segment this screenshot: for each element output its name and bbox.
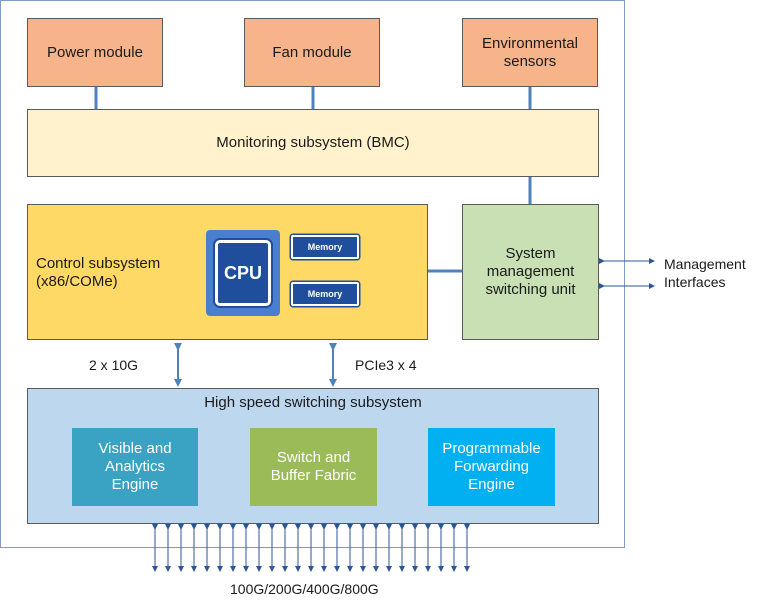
mgmt-interfaces-line1: Management bbox=[664, 256, 746, 272]
bmc-label: Monitoring subsystem (BMC) bbox=[216, 134, 410, 151]
memory-1-label: Memory bbox=[307, 242, 343, 252]
sensors-label-line2: sensors bbox=[503, 52, 557, 70]
sensors-label-line1: Environmental bbox=[482, 34, 578, 52]
system-management-switching-unit: System management switching unit bbox=[462, 204, 599, 340]
control-label-line2: (x86/COMe) bbox=[36, 273, 118, 290]
fan-module-label: Fan module bbox=[272, 43, 352, 61]
power-module: Power module bbox=[27, 18, 163, 87]
control-subsystem-label: Control subsystem (x86/COMe) bbox=[36, 255, 160, 291]
link-2x10g-label: 2 x 10G bbox=[89, 357, 139, 373]
mgmt-label-line1: System bbox=[505, 245, 556, 262]
programmable-forwarding-engine: Programmable Forwarding Engine bbox=[428, 428, 555, 506]
engine-2-line2: Buffer Fabric bbox=[270, 467, 357, 484]
port-arrows bbox=[152, 524, 470, 572]
management-interfaces-label: Management Interfaces bbox=[664, 255, 746, 291]
mgmt-interfaces-line2: Interfaces bbox=[664, 274, 726, 290]
environmental-sensors: Environmental sensors bbox=[462, 18, 598, 87]
link-pcie-label: PCIe3 x 4 bbox=[355, 357, 417, 373]
cpu-label: CPU bbox=[223, 262, 262, 283]
visible-analytics-engine: Visible and Analytics Engine bbox=[72, 428, 198, 506]
ports-speed-label: 100G/200G/400G/800G bbox=[230, 581, 379, 597]
high-speed-title: High speed switching subsystem bbox=[204, 394, 422, 411]
engine-3-line3: Engine bbox=[468, 476, 515, 493]
power-module-label: Power module bbox=[47, 43, 143, 61]
engine-1-line3: Engine bbox=[111, 476, 159, 493]
mgmt-label-line2: management bbox=[486, 263, 575, 280]
control-subsystem: Control subsystem (x86/COMe) CPU Memory … bbox=[27, 204, 428, 340]
engine-1-line1: Visible and bbox=[98, 440, 172, 457]
memory-module-2-icon: Memory bbox=[291, 282, 359, 306]
monitoring-subsystem-bmc: Monitoring subsystem (BMC) bbox=[27, 109, 599, 177]
fan-module: Fan module bbox=[244, 18, 380, 87]
memory-2-label: Memory bbox=[307, 289, 343, 299]
engine-2-line1: Switch and bbox=[276, 449, 351, 466]
mgmt-label-line3: switching unit bbox=[485, 281, 576, 298]
engine-3-line1: Programmable bbox=[442, 440, 541, 457]
cpu-chip-icon: CPU bbox=[215, 240, 271, 306]
engine-1-line2: Analytics bbox=[104, 458, 166, 475]
control-label-line1: Control subsystem bbox=[36, 255, 161, 272]
memory-module-1-icon: Memory bbox=[291, 235, 359, 259]
engine-3-line2: Forwarding bbox=[453, 458, 530, 475]
high-speed-switching-subsystem: High speed switching subsystem Visible a… bbox=[27, 388, 599, 524]
switch-buffer-fabric: Switch and Buffer Fabric bbox=[250, 428, 377, 506]
